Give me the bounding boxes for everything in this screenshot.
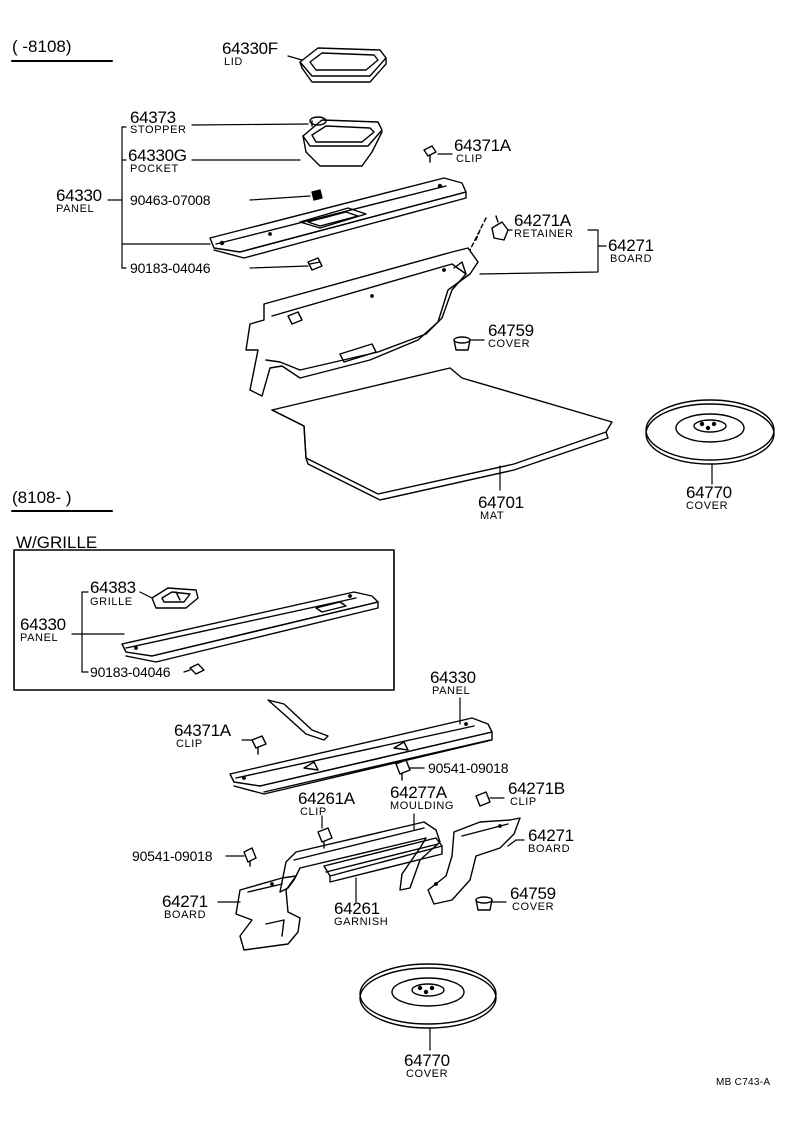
pocket-part-number: 64330G [128, 146, 187, 165]
bottom-bolt2-number: 90541-09018 [132, 848, 213, 864]
bottom-clip-64271B-part [475, 791, 491, 807]
cover-64759-number: 64759 [488, 321, 534, 340]
mat-part [271, 367, 613, 501]
stopper-part-name: STOPPER [130, 124, 187, 136]
bottom-clip3-name: CLIP [510, 796, 537, 808]
grille-box-frame [13, 549, 395, 691]
section-label-bottom: (8108- ) [12, 488, 72, 507]
bottom-clip1-name: CLIP [176, 738, 203, 750]
cover-64770-disc [645, 399, 775, 465]
bottom-bolt2-90541-part [243, 847, 257, 867]
pocket-part-name: POCKET [130, 163, 179, 175]
bottom-cover1-number: 64759 [510, 884, 556, 903]
bottom-panel-name: PANEL [432, 685, 471, 697]
bottom-clip3-number: 64271B [508, 779, 565, 798]
garnish-part [323, 837, 443, 883]
grille-bolt-part [189, 663, 205, 675]
garnish-name: GARNISH [334, 916, 389, 928]
grille-panel-number: 64330 [20, 615, 66, 634]
bottom-panel-number: 64330 [430, 668, 476, 687]
garnish-number: 64261 [334, 899, 380, 918]
mat-part-number: 64701 [478, 493, 524, 512]
board-part-name: BOARD [610, 253, 653, 265]
panel-part-name: PANEL [56, 203, 95, 215]
board-part-number: 64271 [608, 236, 654, 255]
grille-panel-name: PANEL [20, 632, 59, 644]
section-label-top: ( -8108) [12, 37, 72, 56]
bottom-cover-64759-part [475, 896, 493, 911]
stopper-part-number: 64373 [130, 108, 176, 127]
mat-part-name: MAT [480, 510, 505, 522]
board-right-name: BOARD [528, 843, 571, 855]
lid-part-number: 64330F [222, 39, 278, 58]
board-left-name: BOARD [164, 909, 207, 921]
grille-part [151, 587, 199, 609]
grille-bolt-number: 90183-04046 [90, 664, 171, 680]
retainer-dashed-guide [469, 217, 487, 251]
board-left-number: 64271 [162, 892, 208, 911]
lid-part-name: LID [224, 56, 243, 68]
panel-part-number: 64330 [56, 186, 102, 205]
bolt-90463-part [311, 189, 323, 201]
stopper-part [309, 116, 327, 127]
section-label-grille: W/GRILLE [16, 533, 98, 552]
bottom-bolt-90541-part [395, 759, 411, 781]
drawing-code: MB C743-A [716, 1077, 771, 1088]
board-right-part [427, 817, 521, 905]
bottom-clip2-name: CLIP [300, 806, 327, 818]
bottom-cover-64770-disc [359, 963, 497, 1029]
bottom-cover1-name: COVER [512, 901, 555, 913]
top-leader-lines [107, 55, 713, 491]
lid-part [299, 47, 387, 83]
retainer-part [491, 215, 509, 241]
moulding-number: 64277A [390, 783, 447, 802]
cover-64759-name: COVER [488, 338, 531, 350]
bottom-panel-part [229, 717, 493, 795]
pocket-part [302, 119, 383, 167]
bottom-clip1-number: 64371A [174, 721, 231, 740]
board-part [245, 247, 479, 397]
bolt-90463-number: 90463-07008 [130, 192, 211, 208]
moulding-name: MOULDING [390, 800, 455, 812]
bottom-clip2-number: 64261A [298, 789, 355, 808]
clip-64371A-part [423, 145, 437, 163]
bottom-cover2-name: COVER [406, 1068, 449, 1080]
bolt-90183-part [307, 257, 323, 271]
retainer-part-name: RETAINER [514, 228, 574, 240]
cover-64770-number: 64770 [686, 483, 732, 502]
bottom-cover2-number: 64770 [404, 1051, 450, 1070]
bottom-clip-64371A-part [251, 735, 267, 755]
board-left-part [235, 875, 301, 951]
cover-64770-name: COVER [686, 500, 729, 512]
bolt-90183-number: 90183-04046 [130, 260, 211, 276]
grille-panel-part [121, 591, 379, 663]
cover-64759-part [453, 336, 471, 351]
clip-part-name: CLIP [456, 153, 483, 165]
bottom-leader-lines [217, 697, 525, 1051]
grille-pointer-arrow [267, 699, 329, 741]
bottom-bolt1-number: 90541-09018 [428, 760, 509, 776]
grille-part-name: GRILLE [90, 596, 133, 608]
clip-part-number: 64371A [454, 136, 511, 155]
panel-part [209, 177, 467, 259]
grille-part-number: 64383 [90, 578, 136, 597]
grille-leader-lines [71, 591, 191, 673]
retainer-part-number: 64271A [514, 211, 571, 230]
board-right-number: 64271 [528, 826, 574, 845]
